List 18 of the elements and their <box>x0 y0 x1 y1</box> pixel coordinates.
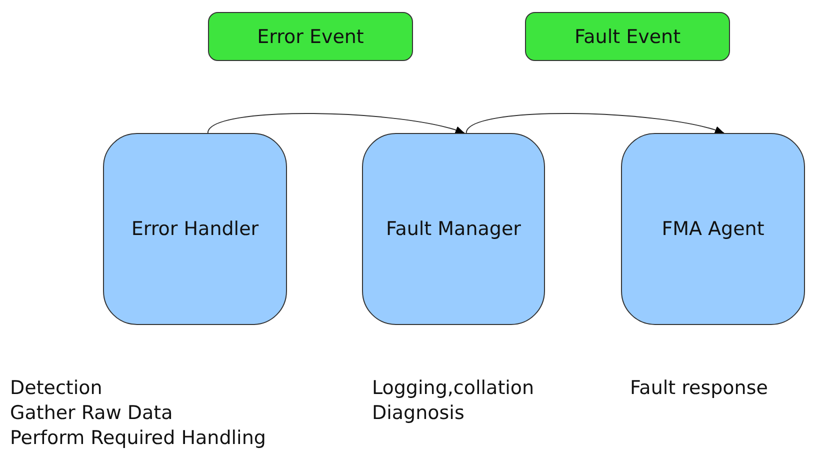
description-text: Diagnosis <box>372 401 466 426</box>
node-label: Fault Manager <box>386 218 521 240</box>
node-label: Fault Event <box>574 26 681 48</box>
node-label: Error Event <box>257 26 364 48</box>
description-text: Logging,collation <box>372 376 534 401</box>
process-box <box>621 133 805 325</box>
event-box <box>208 12 413 61</box>
event-box <box>525 12 730 61</box>
description-text: Perform Required Handling <box>10 426 266 451</box>
description-text: Gather Raw Data <box>10 401 174 426</box>
description-text: Detection <box>10 376 104 401</box>
node-label: Error Handler <box>131 218 259 240</box>
curved-arrow <box>207 113 465 134</box>
description-text: Fault response <box>630 376 768 401</box>
process-box <box>362 133 545 325</box>
node-label: FMA Agent <box>662 218 764 240</box>
process-box <box>103 133 287 325</box>
curved-arrow <box>466 113 725 134</box>
